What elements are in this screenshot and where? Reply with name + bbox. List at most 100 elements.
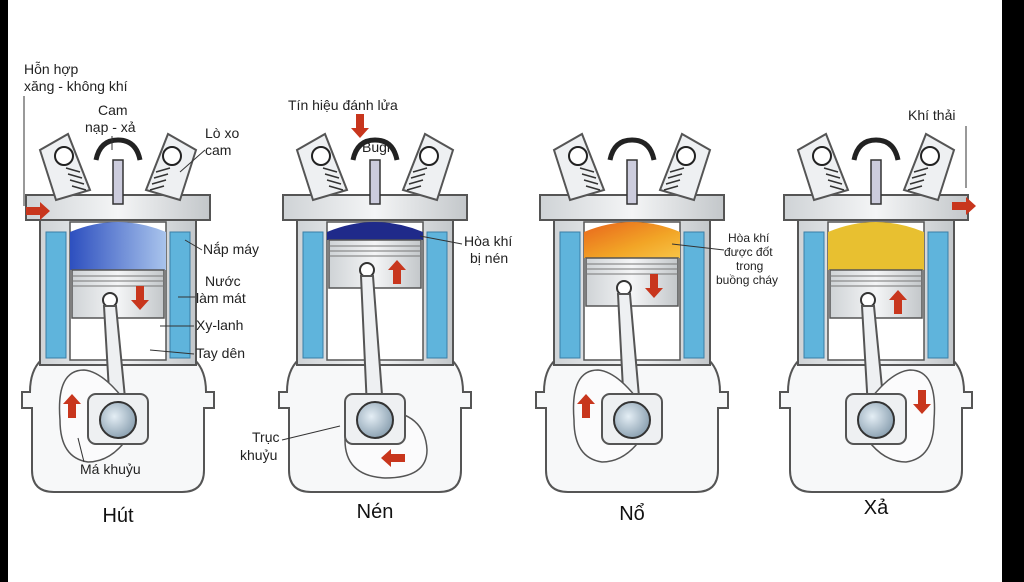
piston-exhaust [829, 269, 923, 319]
engine-power [535, 132, 729, 493]
valve-spring-coil-compression [408, 179, 424, 185]
valve-spring-coil-exhaust [827, 179, 843, 185]
valve-spring-coil-power [585, 185, 601, 191]
valve-spring-coil-exhaust [911, 173, 927, 179]
label-mixture-line1: Hỗn hợp [24, 61, 79, 77]
label-cylinder: Xy-lanh [196, 317, 243, 333]
stroke-label-exhaust: Xả [864, 497, 889, 519]
valve-spring-coil-compression [406, 185, 422, 191]
valve-spring-coil-power [667, 173, 683, 179]
label-coolant-line1: Nước [205, 273, 241, 289]
coolant-jacket-right-power [683, 231, 705, 359]
piston-pin-compression [359, 262, 375, 278]
piston-pin-intake [102, 292, 118, 308]
valve-spring-coil-compression [412, 167, 428, 173]
valve-spring-coil-compression [326, 179, 342, 185]
stroke-label-intake: Hút [102, 505, 134, 527]
coolant-jacket-left-intake [45, 231, 67, 359]
piston-pin-power [616, 280, 632, 296]
exhaust-cam-intake [162, 146, 182, 166]
stroke-label-power: Nổ [619, 503, 645, 525]
label-burned-line3: trong [736, 259, 763, 273]
crankshaft-journal-compression [356, 401, 394, 439]
piston-direction-arrow-power [645, 274, 663, 298]
valve-spring-coil-intake [67, 173, 83, 179]
label-crankshaft-line1: Trục [252, 429, 279, 445]
cylinder-head-exhaust [783, 194, 969, 221]
coolant-jacket-right-exhaust [927, 231, 949, 359]
intake-cam-intake [54, 146, 74, 166]
crank-rotation-arrow-power [577, 394, 595, 418]
exhaust-flow-arrow [952, 197, 976, 215]
label-burned-line4: buồng cháy [716, 273, 778, 287]
valve-spring-coil-exhaust [909, 179, 925, 185]
coolant-jacket-left-exhaust [803, 231, 825, 359]
stroke-label-compression: Nén [357, 501, 394, 523]
piston-power [585, 257, 679, 307]
valve-spring-coil-compression [324, 173, 340, 179]
cam-drive-exhaust [851, 137, 901, 161]
label-cam-line2: nạp - xả [85, 119, 136, 135]
valve-spring-coil-intake [149, 185, 165, 191]
crankshaft-journal-intake [99, 401, 137, 439]
crank-rotation-arrow-exhaust [913, 390, 931, 414]
crankshaft-journal-exhaust [857, 401, 895, 439]
valve-spring-coil-exhaust [825, 173, 841, 179]
valve-spring-coil-intake [155, 167, 171, 173]
intake-mixture [70, 222, 166, 270]
label-coolant-line2: làm mát [196, 290, 246, 306]
piston-intake [71, 269, 165, 319]
piston-direction-arrow-intake [131, 286, 149, 310]
coolant-jacket-right-intake [169, 231, 191, 359]
piston-pin-exhaust [860, 292, 876, 308]
intake-valve-housing-exhaust [796, 132, 850, 202]
piston-compression [328, 239, 422, 289]
label-burned-line2: được đốt [724, 245, 773, 259]
ignition-signal-arrow [351, 114, 369, 138]
crank-rotation-arrow-compression [381, 449, 405, 467]
label-mixture-line2: xăng - không khí [24, 78, 128, 94]
label-compressed-line1: Hòa khí [464, 233, 512, 249]
piston-direction-arrow-compression [388, 260, 406, 284]
crank-rotation-arrow-intake [63, 394, 81, 418]
valve-spring-coil-intake [65, 167, 81, 173]
coolant-jacket-left-compression [302, 231, 324, 359]
valve-spring-coil-exhaust [913, 167, 929, 173]
exhaust-cam-power [676, 146, 696, 166]
label-exhaust: Khí thải [908, 107, 955, 123]
cam-drive-compression [350, 137, 400, 161]
exhaust-valve-housing-intake [144, 132, 198, 202]
spark-plug-compression [369, 159, 381, 205]
intake-cam-exhaust [812, 146, 832, 166]
intake-cam-compression [311, 146, 331, 166]
label-cylinder-head: Nắp máy [203, 241, 259, 257]
valve-spring-coil-compression [410, 173, 426, 179]
label-crankshaft-line2: khuỷu [240, 447, 277, 463]
spark-plug-exhaust [870, 159, 882, 205]
valve-spring-coil-exhaust [829, 185, 845, 191]
valve-spring-coil-compression [328, 185, 344, 191]
compressed-mixture [327, 222, 423, 240]
intake-flow-arrow [26, 202, 50, 220]
valve-spring-coil-power [663, 185, 679, 191]
cam-drive-power [607, 137, 657, 161]
label-crank-web: Má khuỷu [80, 461, 141, 477]
spark-plug-power [626, 159, 638, 205]
combustion-gas [584, 222, 680, 258]
exhaust-valve-housing-compression [401, 132, 455, 202]
label-spring-line1: Lò xo [205, 125, 239, 141]
label-spring-line2: cam [205, 142, 231, 158]
valve-spring-coil-power [583, 179, 599, 185]
cam-drive-intake [93, 137, 143, 161]
crankshaft-journal-power [613, 401, 651, 439]
cylinder-head-power [539, 194, 725, 221]
valve-spring-coil-intake [151, 179, 167, 185]
engine-compression [278, 132, 472, 493]
intake-valve-housing-compression [295, 132, 349, 202]
spark-plug-intake [112, 159, 124, 205]
intake-valve-housing-power [552, 132, 606, 202]
intake-valve-housing-intake [38, 132, 92, 202]
exhaust-cam-compression [419, 146, 439, 166]
